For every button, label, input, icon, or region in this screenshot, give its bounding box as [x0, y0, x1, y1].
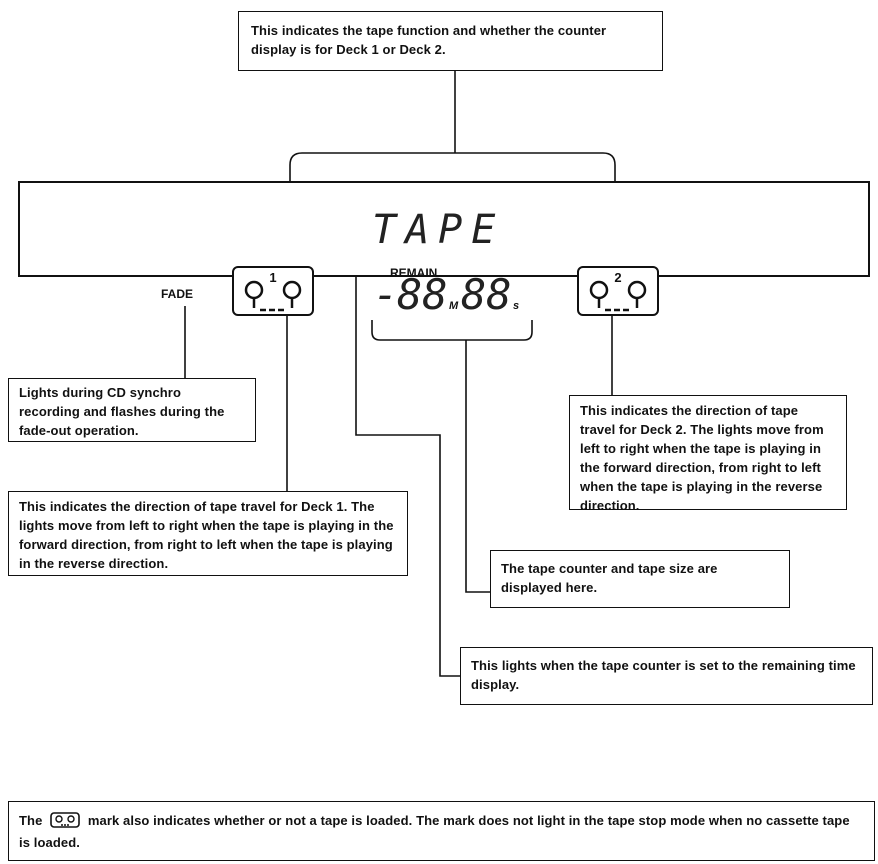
function-text: TAPE: [372, 207, 505, 253]
note-suffix: mark also indicates whether or not a tap…: [19, 813, 850, 850]
deck1-cassette-icon: 1: [232, 266, 314, 316]
callout-deck1: This indicates the direction of tape tra…: [8, 491, 408, 576]
callout-deck2-text: This indicates the direction of tape tra…: [580, 403, 824, 513]
minutes-unit: M: [449, 300, 459, 312]
deck2-number: 2: [614, 270, 622, 285]
counter-minutes: 88: [397, 270, 448, 319]
callout-fade-text: Lights during CD synchro recording and f…: [19, 385, 225, 438]
callout-fade: Lights during CD synchro recording and f…: [8, 378, 256, 442]
callout-tape-function: This indicates the tape function and whe…: [238, 11, 663, 71]
callout-counter: The tape counter and tape size are displ…: [490, 550, 790, 608]
callout-counter-text: The tape counter and tape size are displ…: [501, 561, 718, 595]
note-box: The mark also indicates whether or not a…: [8, 801, 875, 861]
seconds-unit: s: [513, 300, 520, 312]
callout-remain-text: This lights when the tape counter is set…: [471, 658, 856, 692]
counter-seconds: 88: [461, 270, 512, 319]
deck1-number: 1: [269, 270, 277, 285]
remain-label: REMAIN: [390, 266, 438, 280]
note-prefix: The: [19, 813, 43, 828]
fade-label: FADE: [161, 287, 194, 301]
callout-deck2: This indicates the direction of tape tra…: [569, 395, 847, 513]
deck2-cassette-icon: 2: [577, 266, 659, 316]
callout-remain: This lights when the tape counter is set…: [460, 647, 873, 705]
counter-minus: -: [373, 270, 399, 319]
cassette-mark-icon: [50, 812, 80, 833]
callout-deck1-text: This indicates the direction of tape tra…: [19, 499, 394, 571]
note-text: The mark also indicates whether or not a…: [19, 811, 864, 852]
display-panel: [18, 181, 870, 277]
callout-tape-function-text: This indicates the tape function and whe…: [251, 23, 607, 57]
